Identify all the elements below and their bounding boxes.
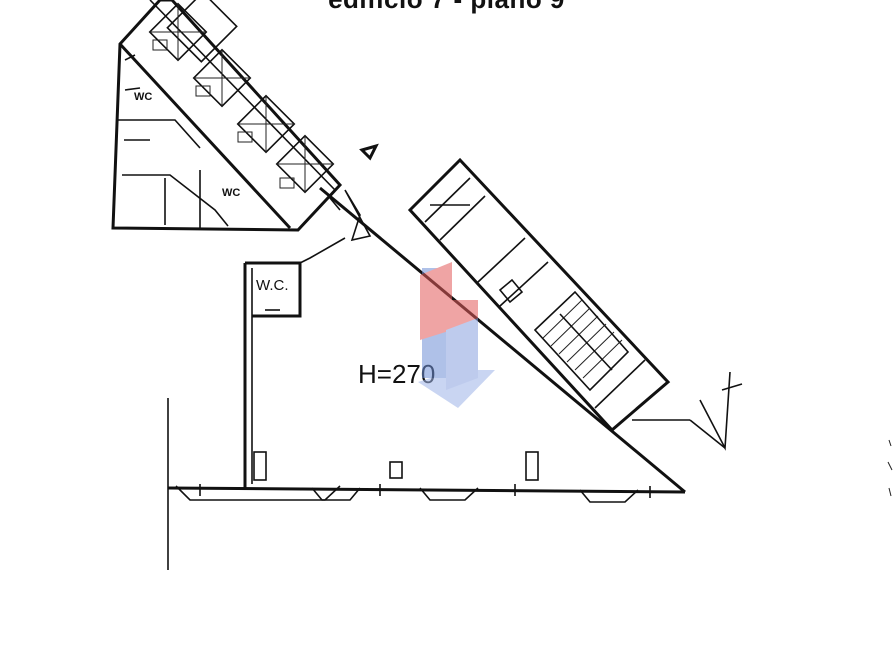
wc-label-main: W.C. <box>256 277 289 294</box>
upper-left-wing: WC WC <box>111 0 379 232</box>
stair <box>533 290 630 392</box>
building-logo-icon <box>418 262 495 408</box>
wc-label-upper-left: WC <box>134 91 152 103</box>
lift-shafts <box>148 2 335 194</box>
main-unit: W.C. H=270 <box>167 186 686 570</box>
stair-wing <box>407 157 743 451</box>
wc-label-upper-right: WC <box>222 187 240 199</box>
plan-title: edificio 7 - piano 9 <box>0 0 893 15</box>
